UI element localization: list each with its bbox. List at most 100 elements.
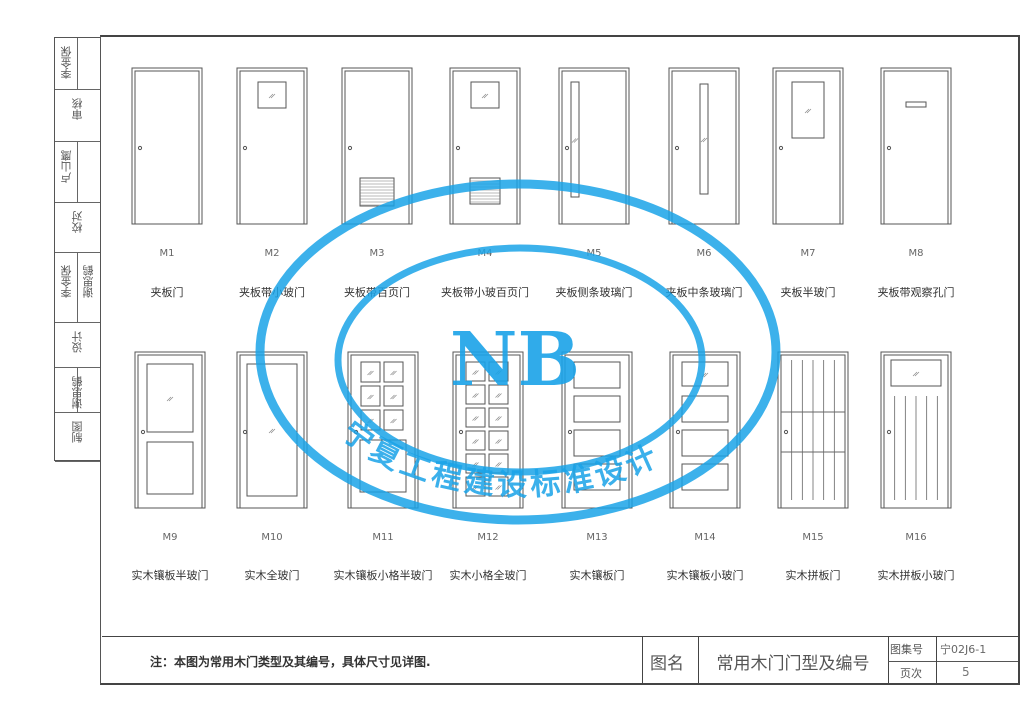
door-code: M10 — [261, 532, 283, 543]
door-name: 实木小格全玻门 — [449, 569, 527, 582]
door-handle — [675, 429, 681, 435]
sidebar-cell: 审核 — [55, 90, 100, 142]
glass-mark — [390, 418, 397, 424]
door-code: M5 — [586, 248, 602, 259]
door-grid-full — [452, 351, 524, 509]
door-frame — [236, 67, 308, 225]
signature-sidebar: 李金保审核卢山鹰校对李金保谢思鹤设计谢思鹤制图 — [54, 37, 101, 462]
door-panels-glass — [669, 351, 741, 509]
door-leaf — [671, 70, 737, 225]
glass-mark — [390, 394, 397, 400]
door-plain — [131, 67, 203, 225]
glass-mark — [472, 462, 479, 467]
door-leaf — [780, 354, 846, 509]
door-frame — [134, 351, 206, 509]
door-half-glass — [772, 67, 844, 225]
door-center-strip — [668, 67, 740, 225]
door-leaf — [561, 70, 627, 225]
door-leaf — [239, 354, 305, 509]
glass-mark — [166, 396, 174, 402]
door-boards-glass — [880, 351, 952, 509]
sidebar-cell: 制图 — [55, 413, 100, 462]
drawing-title: 常用木门门型及编号 — [716, 654, 870, 674]
door-handle — [783, 429, 789, 435]
door-panel — [681, 463, 729, 491]
glass-mark — [495, 439, 502, 444]
door-code: M14 — [694, 532, 716, 543]
glass-mark — [700, 137, 708, 143]
door-frame — [452, 351, 524, 509]
door-frame — [880, 67, 952, 225]
glass-mark — [472, 416, 479, 421]
glass-mark — [472, 393, 479, 398]
door-leaf — [883, 70, 949, 225]
door-panel-half-glass — [134, 351, 206, 509]
sidebar-cell: 卢山鹰 — [55, 142, 100, 203]
door-name: 实木拼板小玻门 — [877, 569, 955, 582]
glass-mark — [495, 393, 502, 398]
glass-mark — [495, 485, 502, 490]
door-code: M9 — [162, 532, 178, 543]
sidebar-cell: 李金保 — [55, 38, 100, 90]
door-frame — [772, 67, 844, 225]
sidebar-cell: 谢思鹤 — [55, 368, 100, 413]
glass-pane — [791, 81, 825, 139]
door-handle — [886, 429, 892, 435]
door-frame — [558, 67, 630, 225]
door-name: 实木镶板门 — [569, 569, 625, 582]
door-code: M7 — [800, 248, 816, 259]
glass-mark — [367, 418, 374, 424]
glass-mark — [472, 370, 479, 375]
glass-mark — [495, 370, 502, 375]
door-frame — [131, 67, 203, 225]
door-panel — [573, 429, 621, 457]
door-code: M16 — [905, 532, 927, 543]
glass-pane — [257, 81, 287, 109]
glass-mark — [495, 416, 502, 421]
door-panel — [573, 463, 621, 491]
door-name: 实木镶板小玻门 — [666, 569, 744, 582]
door-panel — [573, 395, 621, 423]
note-text: 注：本图为常用木门类型及其编号，具体尺寸见详图. — [150, 655, 431, 669]
door-code: M13 — [586, 532, 608, 543]
atlas-number: 宁02J6-1 — [940, 643, 987, 656]
door-panel — [359, 439, 407, 493]
door-handle — [778, 145, 784, 151]
door-code: M6 — [696, 248, 712, 259]
door-handle — [458, 429, 464, 435]
door-handle — [347, 145, 353, 151]
door-handle — [353, 429, 359, 435]
door-small-glass — [236, 67, 308, 225]
glass-pane — [890, 359, 942, 387]
page-label: 页次 — [900, 667, 922, 680]
title-label: 图名 — [650, 654, 684, 674]
glass-mark — [367, 394, 374, 400]
door-name: 实木镶板半玻门 — [131, 569, 209, 582]
louver — [469, 177, 501, 205]
glass-mark — [472, 485, 479, 490]
door-name: 实木拼板门 — [785, 569, 841, 582]
door-panel — [146, 441, 194, 495]
title-block: 注：本图为常用木门类型及其编号，具体尺寸见详图. 图名 常用木门门型及编号 图集… — [102, 636, 1018, 685]
door-leaf — [137, 354, 203, 509]
sidebar-cell: 校对 — [55, 203, 100, 253]
door-frame — [668, 67, 740, 225]
door-leaf — [775, 70, 841, 225]
door-panel — [573, 361, 621, 389]
door-panel — [681, 429, 729, 457]
door-handle — [455, 145, 461, 151]
glass-pane — [146, 363, 194, 433]
door-leaf — [452, 70, 518, 225]
door-peephole — [880, 67, 952, 225]
door-panels — [561, 351, 633, 509]
door-code: M8 — [908, 248, 924, 259]
sidebar-cell: 设计 — [55, 323, 100, 368]
door-grid-half — [347, 351, 419, 509]
door-handle — [140, 429, 146, 435]
glass-mark — [268, 93, 276, 99]
door-handle — [564, 145, 570, 151]
door-leaf — [672, 354, 738, 509]
door-leaf — [883, 354, 949, 509]
door-name: 夹板门 — [150, 286, 184, 299]
